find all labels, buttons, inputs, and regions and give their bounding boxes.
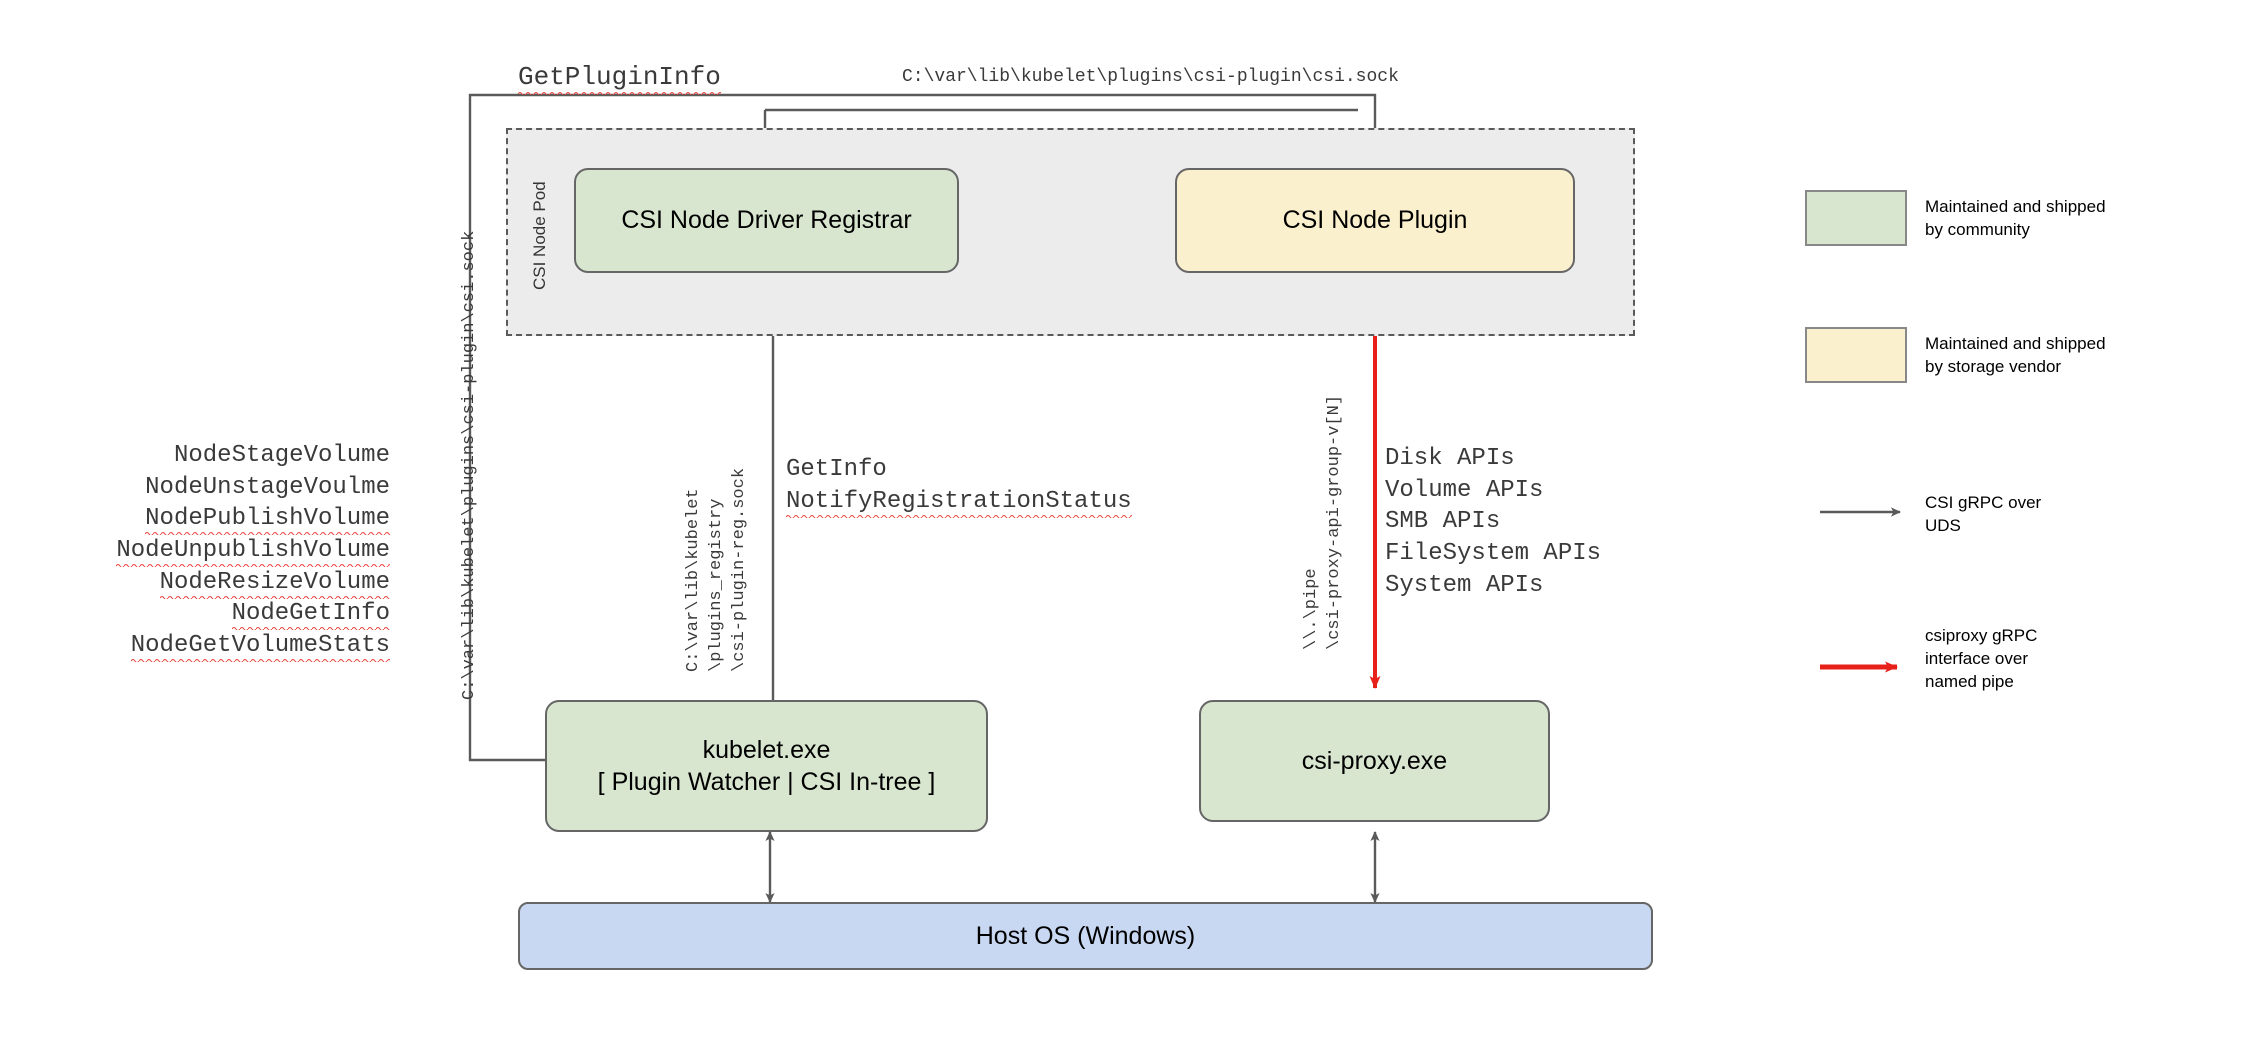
node-api-item: NodeResizeVolume xyxy=(60,567,390,599)
node-api-item: NodeStageVolume xyxy=(173,442,390,469)
proxy-api-item: SMB APIs xyxy=(1385,508,1501,536)
legend-swatch-vendor xyxy=(1805,327,1907,383)
csi-node-pod-label: CSI Node Pod xyxy=(530,181,549,290)
node-csi-node-plugin[interactable]: CSI Node Plugin xyxy=(1175,168,1575,273)
proxy-api-item: Volume APIs xyxy=(1385,476,1544,504)
label-csi-sock-path-top: C:\var\lib\kubelet\plugins\csi-plugin\cs… xyxy=(902,67,1399,87)
legend-label-csi-grpc-uds: CSI gRPC over UDS xyxy=(1925,493,2042,535)
legend-label-vendor: Maintained and shipped by storage vendor xyxy=(1925,334,2106,376)
node-api-item: NodeGetInfo xyxy=(60,598,390,631)
legend-swatch-community xyxy=(1805,190,1907,246)
node-csi-proxy-exe[interactable]: csi-proxy.exe xyxy=(1199,700,1550,822)
node-csi-proxy-exe-label: csi-proxy.exe xyxy=(1301,746,1448,775)
label-get-plugin-info: GetPluginInfo xyxy=(518,62,721,95)
label-notify-registration-status: NotifyRegistrationStatus xyxy=(786,488,1132,518)
node-kubelet-exe[interactable]: kubelet.exe [ Plugin Watcher | CSI In-tr… xyxy=(545,700,988,832)
label-csi-sock-path-vertical: C:\var\lib\kubelet\plugins\csi-plugin\cs… xyxy=(460,230,479,700)
proxy-api-item: Disk APIs xyxy=(1385,445,1515,472)
node-csi-node-plugin-label: CSI Node Plugin xyxy=(1282,206,1468,235)
proxy-api-item: System APIs xyxy=(1385,571,1544,599)
node-api-item: NodeUnstageVoulme xyxy=(145,473,390,501)
legend-label-csiproxy-named-pipe: csiproxy gRPC interface over named pipe xyxy=(1925,626,2038,691)
node-api-item: NodePublishVolume xyxy=(60,503,390,536)
label-get-info: GetInfo xyxy=(786,456,887,483)
node-host-os-label: Host OS (Windows) xyxy=(975,921,1196,950)
label-named-pipe-line-1: \\.\pipe xyxy=(1302,568,1321,650)
label-registry-path-line-2: \plugins_registry xyxy=(707,498,726,672)
node-api-list: NodeStageVolume NodeUnstageVoulme NodePu… xyxy=(60,440,390,663)
node-kubelet-exe-label: kubelet.exe xyxy=(702,735,831,764)
node-api-item: NodeUnpublishVolume xyxy=(60,535,390,568)
proxy-api-list: Disk APIs Volume APIs SMB APIs FileSyste… xyxy=(1385,443,1601,601)
label-registry-path-line-3: \csi-plugin-reg.sock xyxy=(730,467,749,672)
proxy-api-item: FileSystem APIs xyxy=(1385,540,1602,568)
node-kubelet-exe-sublabel: [ Plugin Watcher | CSI In-tree ] xyxy=(597,768,936,796)
node-api-item: NodeGetVolumeStats xyxy=(60,630,390,663)
node-host-os[interactable]: Host OS (Windows) xyxy=(518,902,1653,970)
legend-label-community: Maintained and shipped by community xyxy=(1925,197,2106,239)
label-registry-path-line-1: C:\var\lib\kubelet xyxy=(684,488,703,672)
label-named-pipe-line-2: \csi-proxy-api-group-v[N] xyxy=(1325,394,1344,650)
node-csi-node-driver-registrar[interactable]: CSI Node Driver Registrar xyxy=(574,168,959,273)
node-csi-node-driver-registrar-label: CSI Node Driver Registrar xyxy=(621,206,912,235)
